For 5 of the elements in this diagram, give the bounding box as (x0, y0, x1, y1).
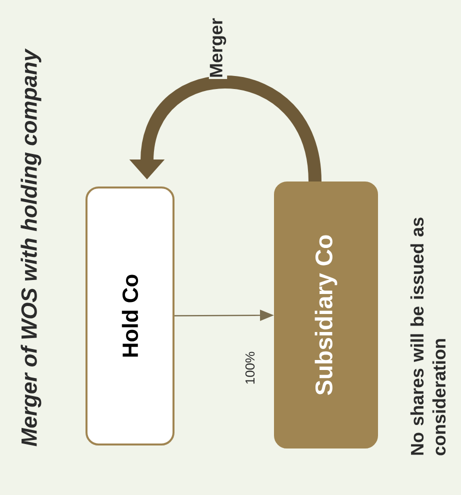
hold-company-box: Hold Co (86, 186, 174, 446)
note-text: No shares will be issued as consideration (410, 218, 446, 456)
title: Merger of WOS with holding company (20, 48, 42, 446)
edge-label: Merger (208, 16, 228, 79)
subsidiary-box: Subsidiary Co (274, 182, 378, 448)
